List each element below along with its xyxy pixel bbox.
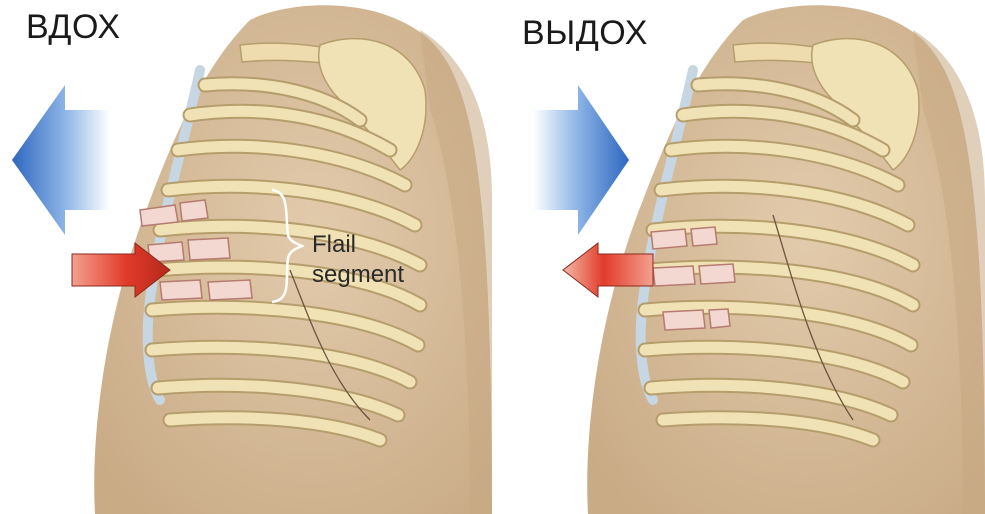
inhale-title: ВДОХ [26, 8, 121, 47]
flail-label-line2: segment [312, 260, 404, 290]
exhale-panel [493, 0, 985, 514]
ribcage-illustration-inhale [0, 0, 492, 514]
inhale-panel: ВДОХ Flail segment [0, 0, 492, 514]
flail-segment-label: Flail segment [312, 230, 404, 290]
exhale-title: ВЫДОХ [522, 14, 648, 53]
ribcage-illustration-exhale [493, 0, 985, 514]
flail-label-line1: Flail [312, 230, 404, 260]
blue-outward-arrow [12, 85, 110, 235]
blue-inward-arrow [533, 85, 629, 235]
